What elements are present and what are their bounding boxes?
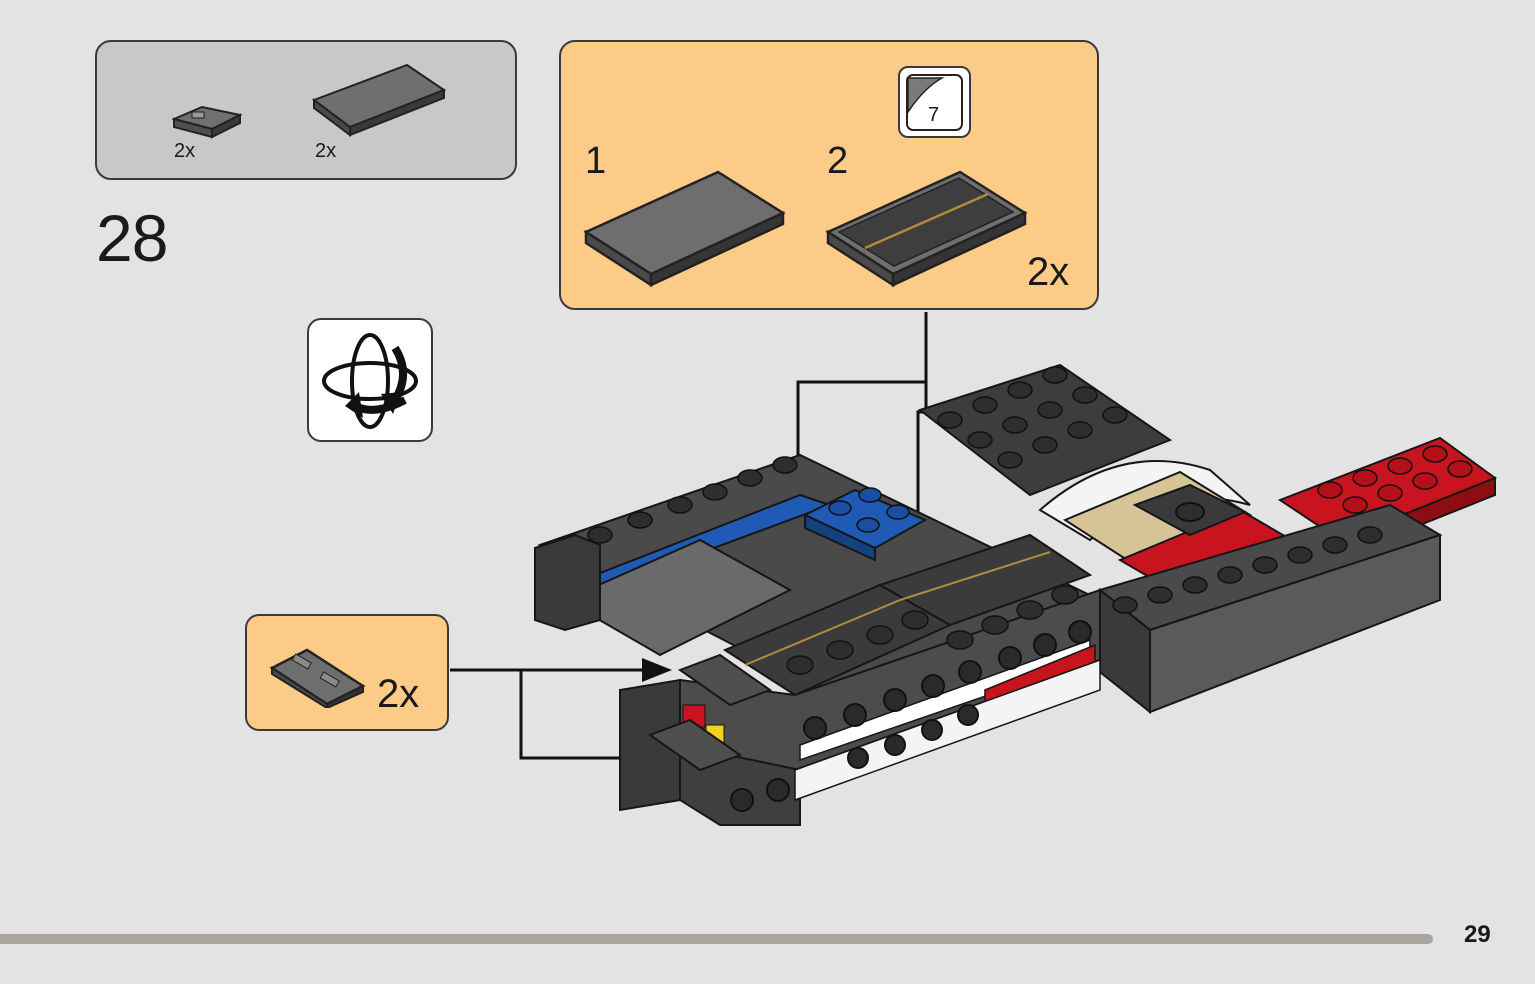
sticker-number: 7 bbox=[928, 104, 940, 126]
rotate-model-icon bbox=[322, 333, 418, 429]
jumper-callout-box: 2x bbox=[245, 614, 449, 731]
sticker-icon bbox=[906, 74, 963, 131]
page-progress-bar bbox=[0, 934, 1433, 944]
sub-step-2-number: 2 bbox=[827, 140, 849, 182]
sticker-box: 7 bbox=[898, 66, 971, 138]
callout-qty: 2x bbox=[377, 672, 420, 716]
tile-stickered-icon bbox=[825, 170, 1028, 288]
subassembly-box: 1 2 2x bbox=[559, 40, 1099, 310]
step-number: 28 bbox=[96, 201, 168, 275]
parts-list-box: 2x 2x bbox=[95, 40, 517, 180]
tile-part-icon bbox=[312, 63, 447, 137]
jumper-plate-callout-icon bbox=[269, 648, 366, 708]
subassembly-qty: 2x bbox=[1027, 250, 1070, 294]
parts-qty-2: 2x bbox=[315, 140, 337, 162]
parts-qty-1: 2x bbox=[174, 140, 196, 162]
sub-step-1-number: 1 bbox=[585, 140, 607, 182]
side-holes bbox=[730, 620, 1092, 812]
jumper-plate-part-icon bbox=[172, 105, 242, 139]
studs bbox=[587, 366, 1383, 675]
page-number: 29 bbox=[1464, 921, 1491, 948]
rotate-box bbox=[307, 318, 433, 442]
placement-arrows bbox=[450, 312, 928, 760]
tile-plain-icon bbox=[583, 170, 786, 288]
red-studs bbox=[1317, 445, 1473, 514]
blue-studs bbox=[828, 487, 910, 533]
